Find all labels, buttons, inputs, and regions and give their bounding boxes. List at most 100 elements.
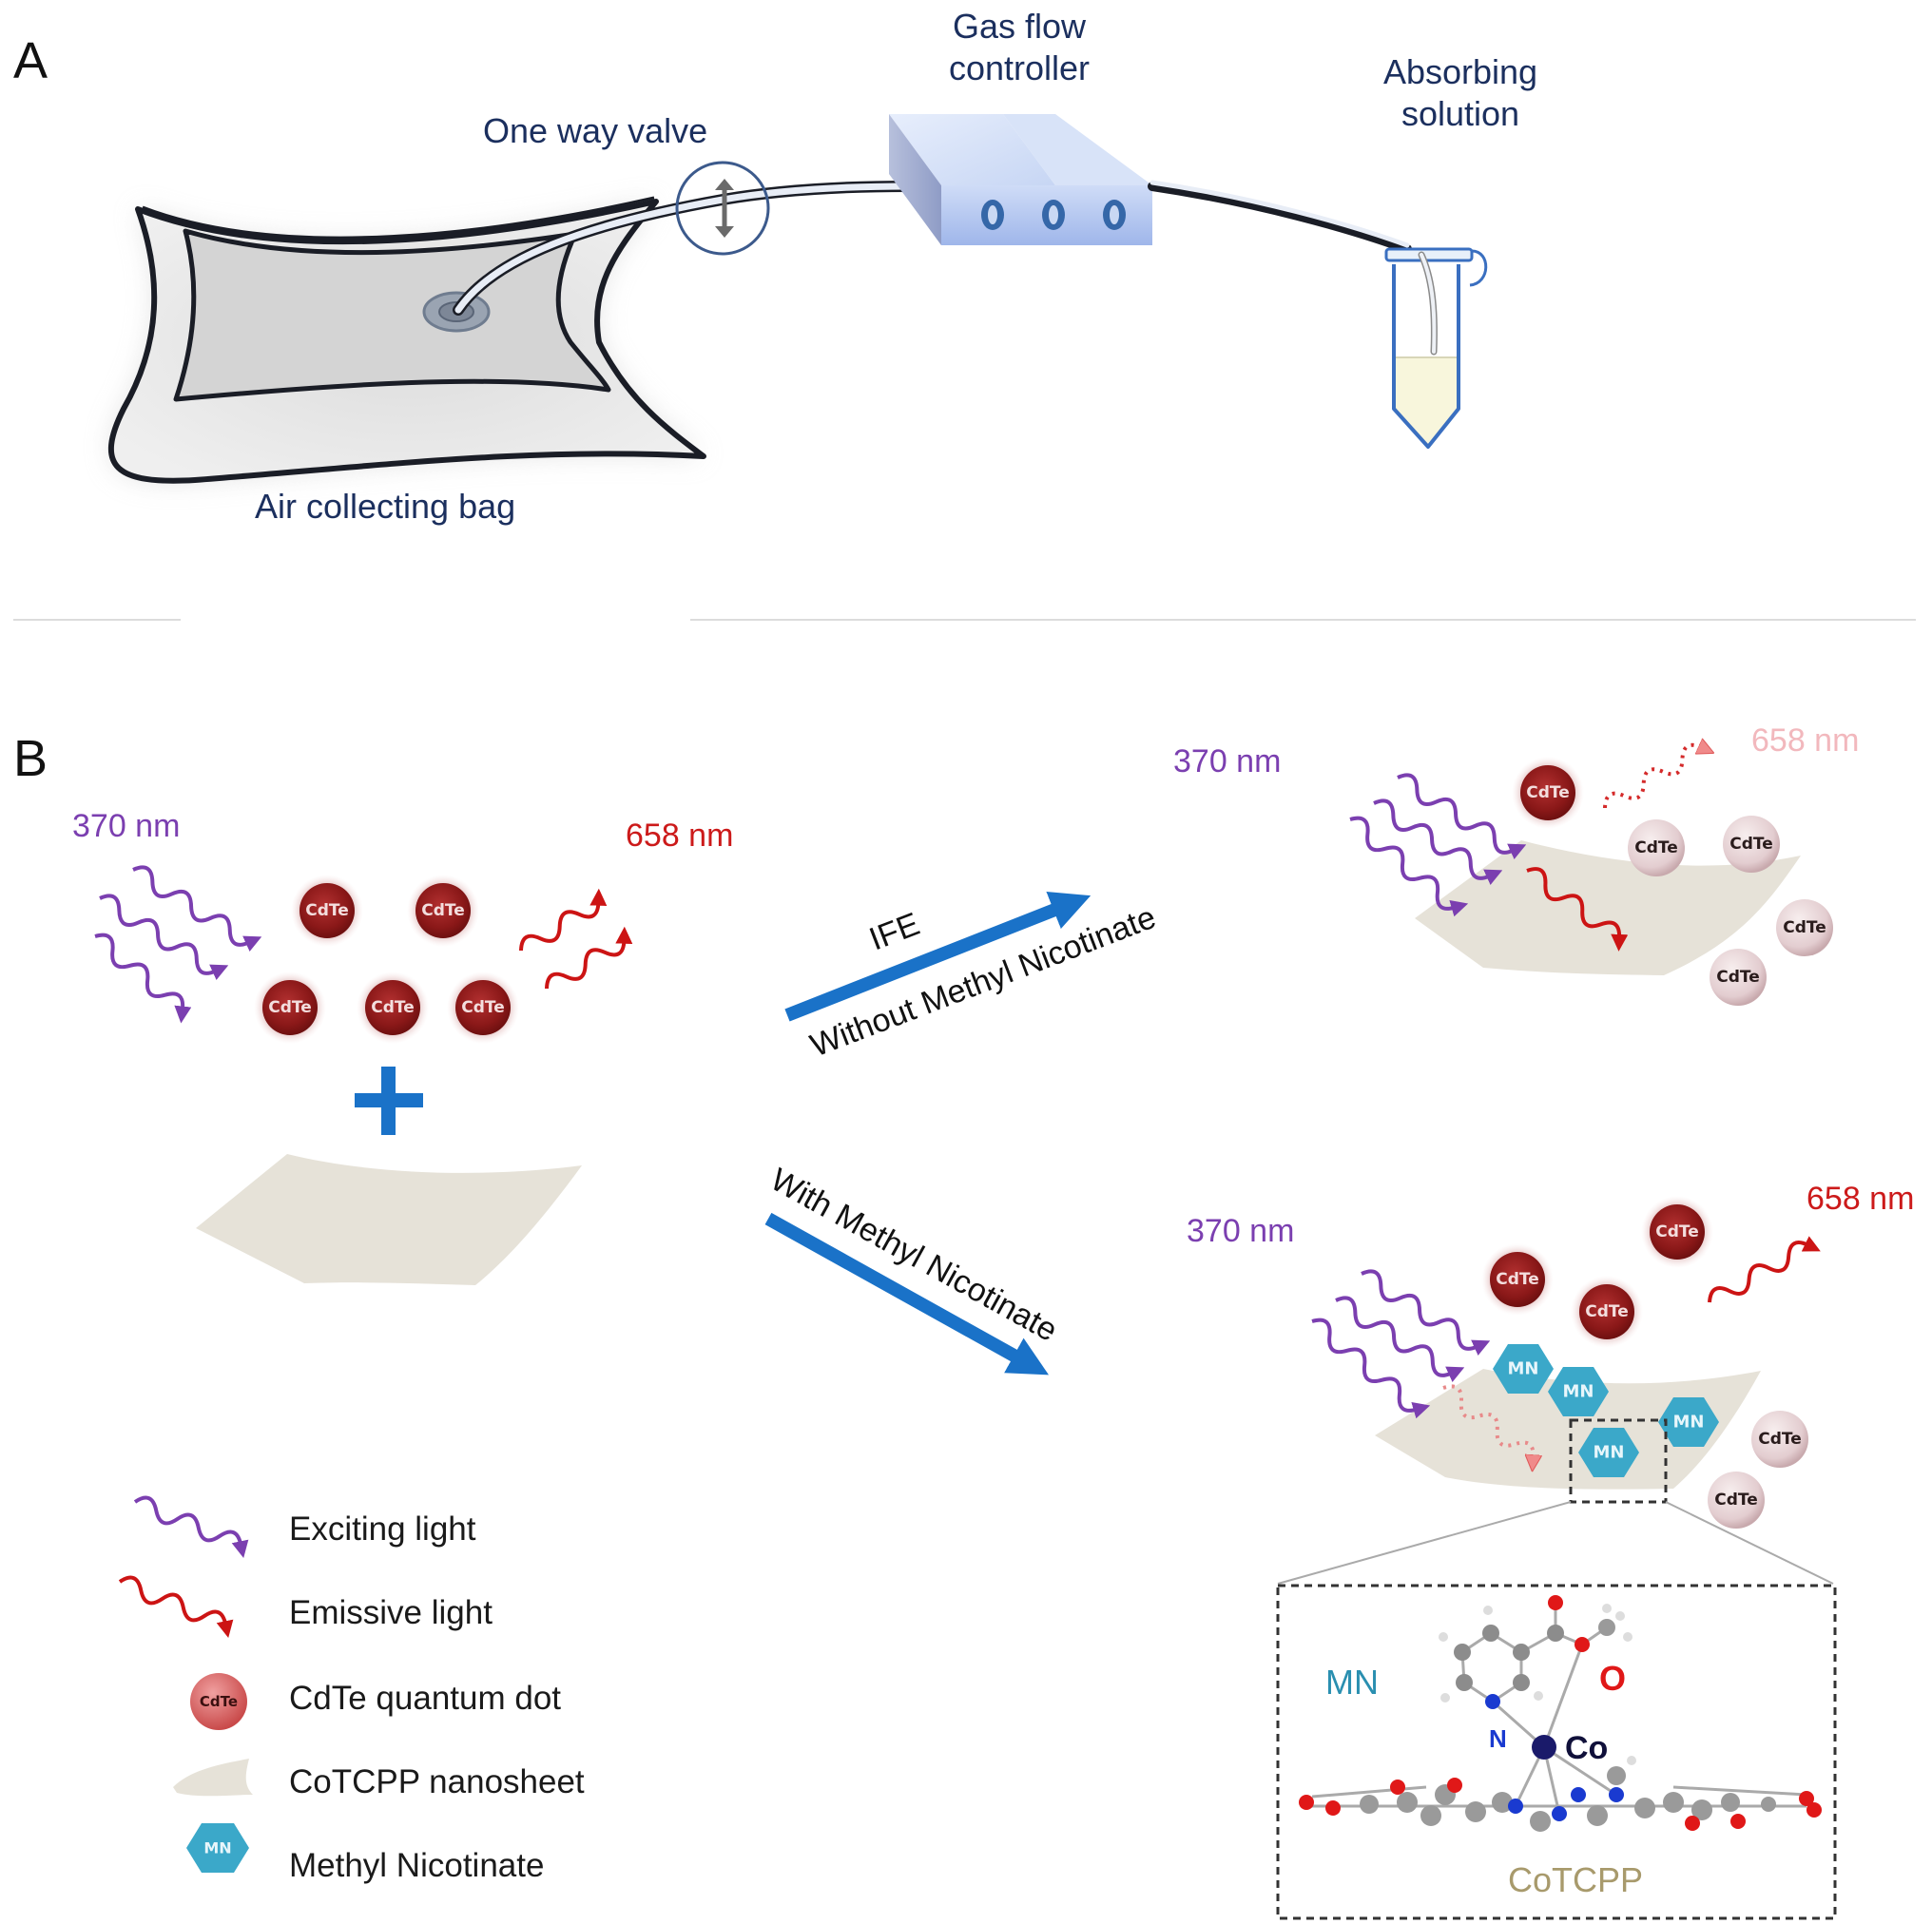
top-emission-label: 658 nm: [1751, 722, 1859, 759]
svg-text:CdTe: CdTe: [1655, 1222, 1699, 1241]
svg-text:CdTe: CdTe: [1729, 835, 1773, 854]
svg-text:MN: MN: [1594, 1443, 1625, 1463]
plus-sign-icon: [355, 1067, 423, 1135]
initial-qd-cluster: CdTe CdTe CdTe CdTe CdTe: [254, 875, 519, 1044]
bottom-result-state: 370 nm 658 nm CdTe CdTe CdTe MN MN MN MN: [1187, 1181, 1914, 1585]
bottom-emissive-light-icon: [1708, 1236, 1821, 1303]
inset-mn-label: MN: [1325, 1663, 1379, 1702]
exciting-light-icon: [133, 1495, 249, 1559]
inset-n-label: N: [1489, 1724, 1507, 1753]
cdte-qd-dark: CdTe: [357, 972, 429, 1044]
svg-text:CdTe: CdTe: [1496, 1270, 1539, 1289]
bottom-emission-label: 658 nm: [1806, 1181, 1914, 1217]
gas-flow-label-line2: controller: [949, 48, 1090, 87]
absorbing-label-line1: Absorbing: [1383, 52, 1537, 91]
blocked-emission-icon: [1442, 1384, 1538, 1465]
legend-label: CoTCPP nanosheet: [289, 1763, 585, 1800]
ife-label: IFE: [864, 906, 924, 957]
valve-label: One way valve: [483, 111, 707, 150]
top-excitation-label: 370 nm: [1173, 743, 1281, 779]
quenched-emission-icon: [1603, 741, 1706, 809]
cotcpp-atoms: [1299, 1756, 1822, 1832]
legend-label: CdTe quantum dot: [289, 1680, 561, 1717]
mn-molecule: MN: [1578, 1428, 1639, 1477]
top-nanosheet: [1415, 840, 1801, 975]
molecular-inset: MN: [1276, 1584, 1837, 1920]
cdte-qd-light: CdTe: [1628, 819, 1685, 876]
mn-molecule: MN: [1493, 1344, 1554, 1394]
cdte-qd-dark: CdTe: [1641, 1196, 1713, 1268]
cdte-qd-dark: CdTe: [291, 875, 363, 947]
svg-text:CdTe: CdTe: [1716, 968, 1760, 987]
gas-flow-label-line1: Gas flow: [953, 7, 1087, 46]
svg-text:CdTe: CdTe: [371, 998, 415, 1017]
legend-item: Emissive light: [118, 1575, 493, 1639]
initial-state: 370 nm CdTe CdTe CdTe CdTe CdTe 658 nm: [72, 808, 733, 1285]
bag-label: Air collecting bag: [255, 487, 515, 526]
legend: Exciting light Emissive light CdTe CdTe …: [118, 1495, 585, 1884]
cdte-qd-light: CdTe: [1710, 949, 1767, 1006]
svg-text:CdTe: CdTe: [421, 901, 465, 920]
inset-co-label: Co: [1565, 1730, 1608, 1766]
legend-item: CoTCPP nanosheet: [173, 1759, 585, 1800]
cdte-qd-dark: CdTe: [447, 972, 519, 1044]
svg-text:MN: MN: [1508, 1359, 1539, 1379]
svg-text:CdTe: CdTe: [1783, 918, 1826, 937]
panel-a: A Air collecting bag One way valve: [13, 7, 1537, 526]
svg-text:CdTe: CdTe: [305, 901, 349, 920]
mn-atoms: [1439, 1595, 1633, 1709]
svg-text:MN: MN: [1673, 1413, 1705, 1433]
absorbing-label-line2: solution: [1401, 94, 1519, 133]
cobalt-atom: [1532, 1735, 1556, 1760]
svg-text:CdTe: CdTe: [1526, 783, 1570, 802]
mn-molecule: MN: [1548, 1367, 1609, 1416]
air-collecting-bag: Air collecting bag: [107, 196, 706, 526]
panel-a-letter: A: [13, 32, 48, 89]
cotcpp-nanosheet-icon: [173, 1759, 253, 1797]
mn-molecule: MN: [1658, 1397, 1719, 1447]
svg-text:CdTe: CdTe: [200, 1693, 238, 1710]
gas-flow-controller: Gas flow controller: [889, 7, 1152, 245]
initial-exciting-light-icon: [94, 865, 262, 1024]
cdte-qd-dark: CdTe: [1571, 1276, 1643, 1348]
cdte-quantum-dot-icon: CdTe: [190, 1673, 247, 1730]
initial-excitation-label: 370 nm: [72, 808, 180, 844]
inset-cotcpp-label: CoTCPP: [1508, 1860, 1643, 1899]
svg-text:CdTe: CdTe: [461, 998, 505, 1017]
svg-text:CdTe: CdTe: [268, 998, 312, 1017]
absorbing-solution-tube: Absorbing solution: [1383, 52, 1537, 449]
valve-arrow-up-icon: [715, 179, 734, 190]
initial-emission-label: 658 nm: [626, 818, 733, 854]
legend-label: Methyl Nicotinate: [289, 1847, 544, 1884]
emissive-light-icon: [118, 1575, 234, 1639]
panel-b-letter: B: [13, 730, 48, 787]
top-exciting-light-icon: [1349, 773, 1527, 917]
cdte-qd-light: CdTe: [1723, 816, 1780, 873]
inner-filter-emission-icon: [1526, 867, 1629, 952]
svg-text:CdTe: CdTe: [1714, 1491, 1758, 1510]
bottom-excitation-label: 370 nm: [1187, 1213, 1294, 1249]
tubing-controller-to-tube: [1148, 180, 1412, 254]
svg-text:CdTe: CdTe: [1634, 838, 1678, 857]
bottom-exciting-light-icon: [1311, 1269, 1491, 1419]
cdte-qd-dark: CdTe: [1481, 1243, 1554, 1316]
process-arrow-with-mn: With Methyl Nicotinate: [764, 1162, 1063, 1376]
tubing-bag-to-controller: [453, 181, 914, 316]
valve-arrow-down-icon: [715, 226, 734, 238]
cotcpp-nanosheet: [196, 1154, 582, 1285]
legend-item: MN Methyl Nicotinate: [186, 1823, 544, 1884]
cdte-qd-light: CdTe: [1708, 1472, 1765, 1529]
with-mn-label: With Methyl Nicotinate: [764, 1162, 1063, 1349]
inset-o-label: O: [1599, 1659, 1626, 1698]
svg-text:MN: MN: [1563, 1382, 1594, 1402]
process-arrow-without-mn: IFE Without Methyl Nicotinate: [784, 892, 1161, 1064]
zoom-region-box: [1569, 1418, 1668, 1504]
cdte-qd-light: CdTe: [1776, 899, 1833, 956]
legend-label: Exciting light: [289, 1510, 476, 1548]
svg-text:CdTe: CdTe: [1758, 1430, 1802, 1449]
cdte-qd-light: CdTe: [1751, 1411, 1808, 1468]
cdte-qd-dark: CdTe: [254, 972, 326, 1044]
one-way-valve: One way valve: [483, 111, 770, 256]
legend-item: Exciting light: [133, 1495, 476, 1559]
